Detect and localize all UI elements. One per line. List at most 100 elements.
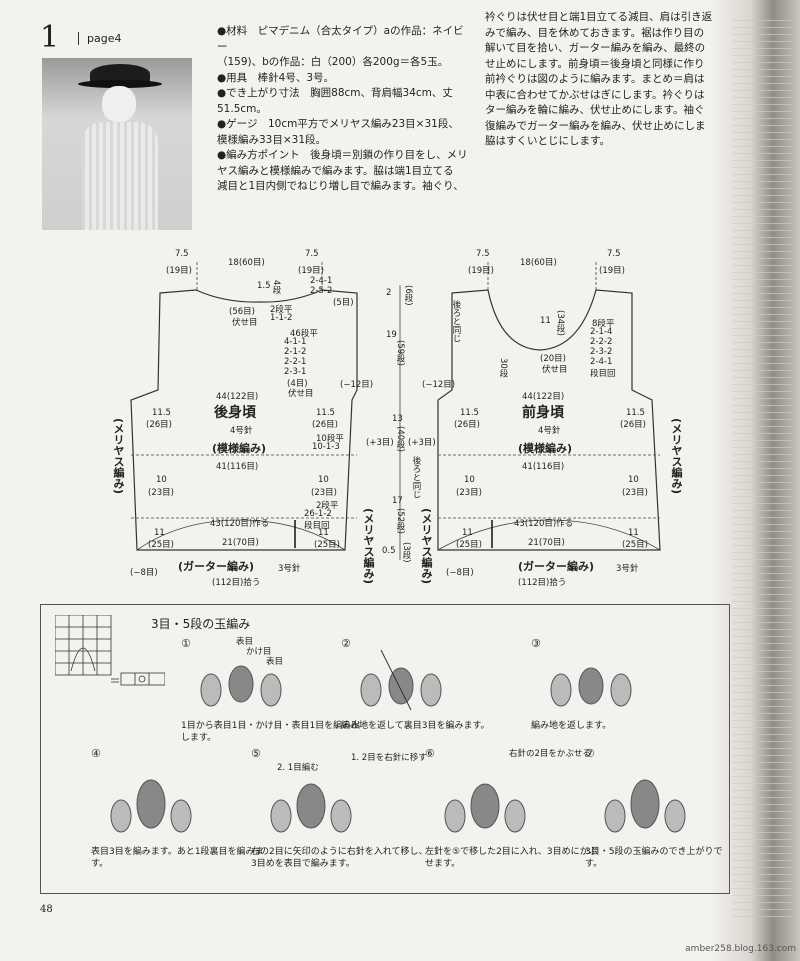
back-side-right-7: 2段平 bbox=[316, 501, 339, 511]
front-side-r-2: (26目) bbox=[620, 420, 646, 430]
front-side-r-1: 11.5 bbox=[626, 408, 645, 418]
bobble-step-2: ② 編み地を返して裏目3目を編みます。 bbox=[341, 637, 521, 732]
model-photo bbox=[42, 58, 192, 230]
back-side-label-right: (メリヤス編み) bbox=[362, 508, 375, 585]
front-side-label-right: (メリヤス編み) bbox=[670, 418, 683, 495]
step-caption: 3目・5段の玉編みのでき上がりです。 bbox=[585, 847, 723, 869]
back-armhole-1: 4-1-1 bbox=[284, 337, 307, 347]
back-armhole-5: (4目) bbox=[287, 379, 308, 389]
back-armhole-2: 2-1-2 bbox=[284, 347, 307, 357]
back-top-center: 18(60目) bbox=[228, 258, 265, 268]
back-side-right-0: (−12目) bbox=[340, 380, 374, 390]
front-top-center: 18(60目) bbox=[520, 258, 557, 268]
text-line: ●ゲージ 10cm平方でメリヤス編み23目×31段、 bbox=[217, 118, 459, 130]
text-line: みで編み、目を休めておきます。裾は作り目の bbox=[485, 26, 705, 39]
face-shape bbox=[102, 86, 136, 122]
front-neck-0: 11 bbox=[540, 316, 551, 326]
back-bottom-note: (ガーター編み) bbox=[178, 560, 255, 573]
knitting-illustration bbox=[270, 783, 352, 833]
step5-label-2: 1. 2目を右針に移す bbox=[351, 753, 427, 763]
step1-label-2: かけ目 bbox=[246, 647, 272, 657]
back-side-right-2: (26目) bbox=[312, 420, 338, 430]
step6-label-1: 右針の2目をかぶせる bbox=[509, 749, 591, 759]
back-shoulder-2: 4段 bbox=[271, 280, 281, 294]
vert-dim-8: 0.5 bbox=[382, 546, 396, 556]
front-neck-3: 2-1-4 bbox=[590, 327, 613, 337]
front-neck-2: 8段平 bbox=[592, 319, 615, 329]
text-line: ●用具 棒針4号、3号。 bbox=[217, 71, 335, 84]
vert-dim-6: 17 bbox=[392, 496, 403, 506]
page-number: 48 bbox=[40, 904, 53, 915]
back-armhole-4: 2-3-1 bbox=[284, 367, 307, 377]
back-neck-1: (56目) bbox=[229, 307, 255, 317]
vert-dim-7: (52段) bbox=[395, 508, 405, 534]
back-side-right-4: 10-1-3 bbox=[312, 442, 340, 452]
front-pattern: (模様編み) bbox=[518, 442, 573, 455]
back-side-label-left: (メリヤス編み) bbox=[112, 418, 125, 495]
vert-dim-3: (59段) bbox=[395, 340, 405, 366]
knitting-illustration bbox=[550, 667, 632, 707]
vert-dim-0: 2 bbox=[386, 288, 392, 298]
front-top-left-sts: (19目) bbox=[468, 266, 494, 276]
vert-dim-5: (40段) bbox=[395, 426, 405, 452]
text-line: せ止めにします。前身頃＝後身頃と同様に作り bbox=[485, 57, 705, 70]
back-shoulder-1: 1.5 bbox=[257, 281, 271, 291]
vert-dim-1: (6段) bbox=[403, 285, 413, 306]
bobble-stitch-box: 3目・5段の玉編み ① 1目から表目1目・かけ目・表目1目を編み出します。 ② bbox=[40, 604, 730, 894]
front-piece-outline bbox=[437, 289, 661, 551]
front-center-same: 後ろと同じ bbox=[411, 456, 421, 499]
front-center-inc-right: (+3目) bbox=[408, 438, 436, 448]
text-line: ター編みを輪に編み、伏せ止めにします。袖ぐ bbox=[485, 104, 705, 116]
back-side-left-1: 11.5 bbox=[152, 408, 171, 418]
front-neck-8: (20目) bbox=[540, 354, 566, 364]
text-line: ●材料 ピマデニム（合太タイプ）aの作品：ネイビー bbox=[217, 25, 464, 53]
back-top-right-sts: (19目) bbox=[298, 266, 324, 276]
bobble-step-4: ④ 表目3目を編みます。あと1段裏目を編みます。 bbox=[91, 747, 271, 870]
front-neck-7: 段目回 bbox=[590, 369, 616, 379]
back-side-left-4: (23目) bbox=[148, 488, 174, 498]
front-needle: 4号針 bbox=[538, 426, 561, 436]
step-caption: 編み地を返して裏目3目を編みます。 bbox=[341, 721, 490, 731]
front-side-3: 10 bbox=[464, 475, 475, 485]
front-width-4: 21(70目) bbox=[528, 538, 565, 548]
hat-brim-shape bbox=[78, 80, 162, 88]
back-side-left-2: (26目) bbox=[146, 420, 172, 430]
back-side-left-6: (25目) bbox=[148, 540, 174, 550]
back-needle: 4号針 bbox=[230, 426, 253, 436]
step-number: ② bbox=[341, 637, 351, 650]
vert-dim-9: (3段) bbox=[401, 542, 411, 563]
back-side-right-8: 26-1-2 bbox=[304, 509, 332, 519]
front-side-2: (26目) bbox=[454, 420, 480, 430]
bobble-step-5: ⑤ 2. 1目編む 1. 2目を右針に移す 右の2目に矢印のように右針を入れて移… bbox=[251, 747, 431, 870]
knitting-illustration bbox=[110, 779, 192, 833]
page-edge-lines bbox=[732, 20, 792, 920]
book-gutter bbox=[710, 0, 800, 961]
text-line: ●でき上がり寸法 胸囲88cm、背肩幅34cm、丈 bbox=[217, 87, 453, 99]
back-side-right-1: 11.5 bbox=[316, 408, 335, 418]
back-side-left-5: 11 bbox=[154, 528, 165, 538]
back-armhole-0: 46段平 bbox=[290, 329, 318, 339]
step-caption: 左針を⑤で移した2目に入れ、3目めにかぶせます。 bbox=[425, 847, 598, 869]
front-side-r-6: (25目) bbox=[622, 540, 648, 550]
back-side-right-5: 10 bbox=[318, 475, 329, 485]
step-number: ⑦ bbox=[585, 747, 595, 760]
vert-dim-2: 19 bbox=[386, 330, 397, 340]
front-side-r-4: (23目) bbox=[622, 488, 648, 498]
back-shoulder-5: (5目) bbox=[333, 298, 354, 308]
step-number: ⑥ bbox=[425, 747, 435, 760]
front-side-4: (23目) bbox=[456, 488, 482, 498]
text-line: 解いて目を拾い、ガーター編みを編み、最終の bbox=[485, 42, 706, 54]
text-line: 51.5cm。 bbox=[217, 102, 267, 115]
bobble-step-3: ③ 編み地を返します。 bbox=[531, 637, 711, 732]
front-neck-5: 2-3-2 bbox=[590, 347, 613, 357]
vert-dim-4: 13 bbox=[392, 414, 403, 424]
step1-label-3: 表目 bbox=[266, 657, 284, 667]
step1-label-1: 表目 bbox=[236, 637, 254, 647]
instructions-left: ●材料 ピマデニム（合太タイプ）aの作品：ネイビー （159)、bの作品：白（2… bbox=[217, 24, 472, 195]
step-caption: 右の2目に矢印のように右針を入れて移し、3目めを表目で編みます。 bbox=[251, 847, 428, 869]
back-side-right-6: (23目) bbox=[311, 488, 337, 498]
vest-shape bbox=[82, 122, 158, 230]
bobble-step-6: ⑥ 右針の2目をかぶせる 左針を⑤で移した2目に入れ、3目めにかぶせます。 bbox=[425, 747, 605, 870]
bobble-chart-icon bbox=[55, 615, 165, 686]
